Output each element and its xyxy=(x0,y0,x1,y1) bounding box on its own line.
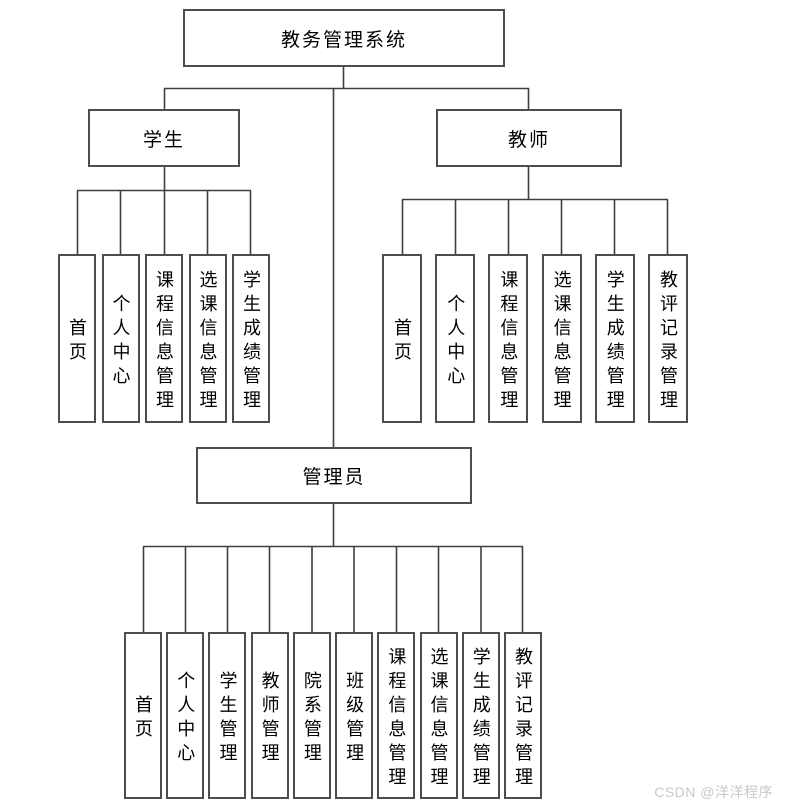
node-admin-class-mgmt-label: 班级管理 xyxy=(344,670,365,767)
node-teacher-home: 首页 xyxy=(382,254,422,423)
node-student-label: 学生 xyxy=(142,129,185,151)
node-teacher-eval-record-mgmt: 教评记录管理 xyxy=(647,254,688,423)
node-admin-eval-record-mgmt: 教评记录管理 xyxy=(503,632,542,799)
node-student-course-info-mgmt-label: 课程信息管理 xyxy=(154,269,174,414)
node-admin-personal-center-label: 个人中心 xyxy=(175,670,196,767)
node-admin-label: 管理员 xyxy=(302,467,366,488)
csdn-watermark: CSDN @洋洋程序 xyxy=(654,784,773,800)
node-teacher-course-info-mgmt-label: 课程信息管理 xyxy=(498,269,519,414)
node-root: 教务管理系统 xyxy=(183,9,505,67)
node-teacher-personal-center-label: 个人中心 xyxy=(445,293,466,390)
node-student-home: 首页 xyxy=(58,254,96,423)
node-admin-grade-mgmt-label: 学生成绩管理 xyxy=(470,646,491,791)
node-student-course-selection-mgmt: 选课信息管理 xyxy=(188,254,227,423)
node-student-grade-mgmt-label: 学生成绩管理 xyxy=(241,269,261,414)
node-student-course-selection-mgmt-label: 选课信息管理 xyxy=(197,269,218,414)
student-leaf-row: 首页 个人中心 课程信息管理 选课信息管理 学生成绩管理 xyxy=(58,254,270,423)
node-teacher-course-info-mgmt: 课程信息管理 xyxy=(488,254,529,423)
teacher-leaf-row: 首页 个人中心 课程信息管理 选课信息管理 学生成绩管理 教评记录管理 xyxy=(382,254,688,423)
node-admin-teacher-mgmt-label: 教师管理 xyxy=(259,670,280,767)
node-teacher-grade-mgmt-label: 学生成绩管理 xyxy=(604,269,625,414)
node-teacher-grade-mgmt: 学生成绩管理 xyxy=(594,254,635,423)
node-student-personal-center-label: 个人中心 xyxy=(110,293,131,390)
node-teacher-course-selection-mgmt: 选课信息管理 xyxy=(541,254,582,423)
node-teacher-personal-center: 个人中心 xyxy=(435,254,476,423)
node-admin-home-label: 首页 xyxy=(133,694,153,743)
node-teacher-course-selection-mgmt-label: 选课信息管理 xyxy=(551,269,572,414)
node-teacher-home-label: 首页 xyxy=(392,317,412,366)
node-student: 学生 xyxy=(88,109,240,167)
node-admin-student-mgmt: 学生管理 xyxy=(208,632,247,799)
node-admin-department-mgmt-label: 院系管理 xyxy=(301,670,322,767)
node-admin-eval-record-mgmt-label: 教评记录管理 xyxy=(512,646,533,791)
node-admin-student-mgmt-label: 学生管理 xyxy=(217,670,238,767)
node-admin-course-selection-mgmt: 选课信息管理 xyxy=(419,632,458,799)
node-admin-class-mgmt: 班级管理 xyxy=(335,632,374,799)
node-admin-course-selection-mgmt-label: 选课信息管理 xyxy=(428,646,449,791)
node-admin-personal-center: 个人中心 xyxy=(166,632,205,799)
node-admin-course-info-mgmt-label: 课程信息管理 xyxy=(386,646,407,791)
node-root-label: 教务管理系统 xyxy=(280,29,407,51)
node-student-grade-mgmt: 学生成绩管理 xyxy=(232,254,270,423)
node-admin-course-info-mgmt: 课程信息管理 xyxy=(377,632,416,799)
node-admin-department-mgmt: 院系管理 xyxy=(292,632,331,799)
node-admin-home: 首页 xyxy=(124,632,162,799)
node-teacher-label: 教师 xyxy=(507,129,550,151)
node-student-course-info-mgmt: 课程信息管理 xyxy=(145,254,183,423)
node-admin-teacher-mgmt: 教师管理 xyxy=(250,632,289,799)
node-admin: 管理员 xyxy=(196,447,472,504)
admin-leaf-row: 首页 个人中心 学生管理 教师管理 院系管理 班级管理 课程信息管理 选课信息管… xyxy=(124,632,542,799)
node-student-home-label: 首页 xyxy=(67,317,87,366)
node-student-personal-center: 个人中心 xyxy=(101,254,140,423)
node-admin-grade-mgmt: 学生成绩管理 xyxy=(461,632,500,799)
node-teacher-eval-record-mgmt-label: 教评记录管理 xyxy=(657,269,678,414)
node-teacher: 教师 xyxy=(436,109,622,167)
